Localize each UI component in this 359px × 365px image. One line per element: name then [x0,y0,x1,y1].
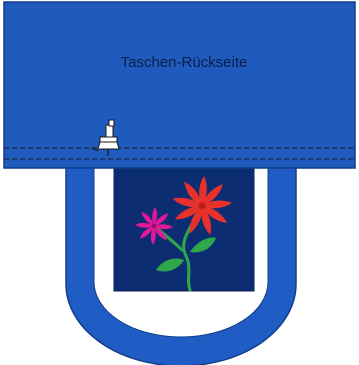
bag-back-label: Taschen-Rückseite [121,54,248,71]
bag-back-fabric [4,2,355,168]
bag-back-panel: Taschen-Rückseite [4,2,355,168]
embroidery-panel [114,163,254,291]
embroidery-fabric [114,163,254,291]
